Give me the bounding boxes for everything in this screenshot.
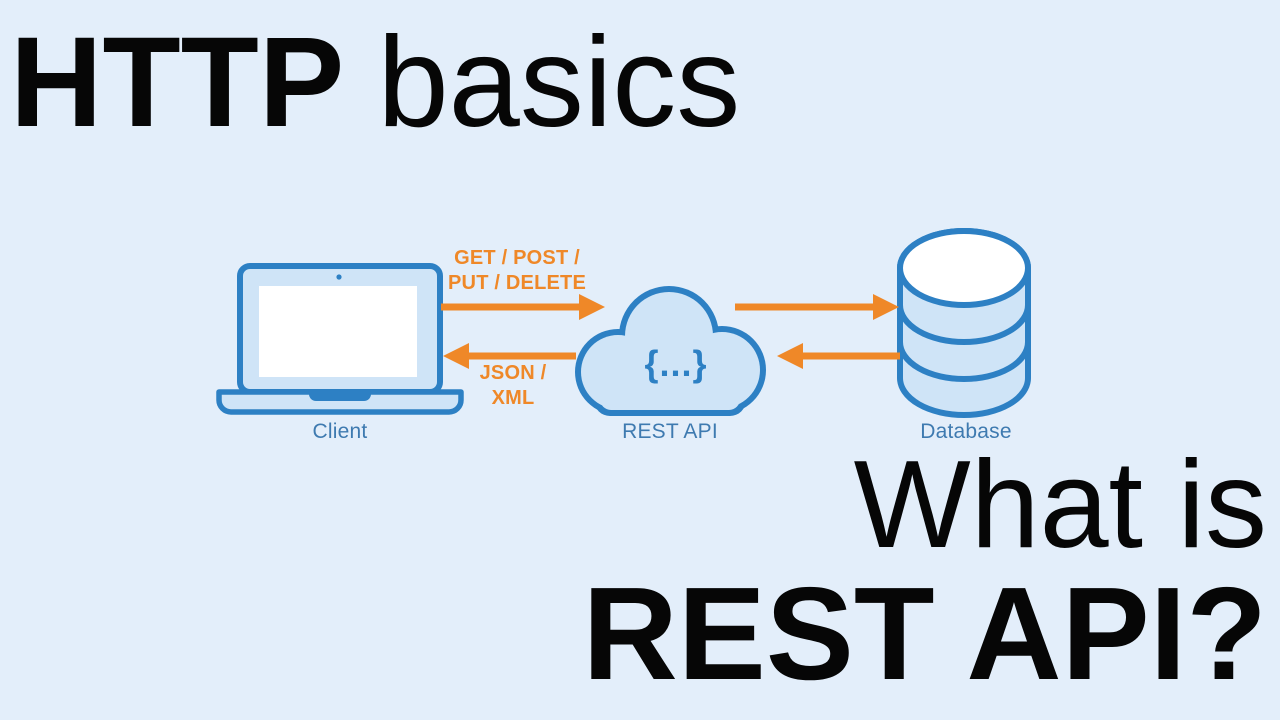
request-methods-line1: GET / POST / — [454, 247, 580, 269]
request-methods-line2: PUT / DELETE — [448, 272, 586, 294]
laptop-camera-dot — [336, 274, 342, 280]
response-format-line2: XML — [491, 387, 535, 409]
response-arrow-db-to-api — [777, 343, 900, 369]
laptop-base-notch — [309, 392, 371, 401]
database-divider-upper — [897, 304, 1031, 345]
client-label: Client — [312, 420, 368, 443]
request-arrow-client-to-api — [441, 294, 605, 320]
question-line2: REST API? — [582, 560, 1268, 707]
laptop-screen — [259, 286, 417, 377]
response-format-label: JSON / XML — [443, 361, 583, 411]
laptop-icon — [216, 263, 464, 415]
page-title-regular: basics — [377, 11, 741, 154]
database-divider-lower — [897, 341, 1031, 382]
request-methods-label: GET / POST / PUT / DELETE — [432, 246, 602, 296]
json-braces-glyph: {...} — [644, 343, 708, 384]
response-arrow-api-to-client — [443, 343, 576, 369]
laptop-base — [216, 389, 464, 415]
question-line1: What is — [853, 436, 1267, 574]
rest-api-label: REST API — [622, 420, 718, 443]
page-title-bold: HTTP — [10, 11, 345, 154]
database-label: Database — [920, 420, 1012, 443]
database-top — [897, 228, 1031, 308]
request-arrow-api-to-db — [735, 294, 899, 320]
cloud-icon — [575, 286, 766, 416]
response-format-line1: JSON / — [479, 362, 547, 384]
database-icon — [897, 228, 1031, 418]
cloud-body — [581, 292, 760, 410]
question-title: What is REST API? — [583, 443, 1268, 700]
